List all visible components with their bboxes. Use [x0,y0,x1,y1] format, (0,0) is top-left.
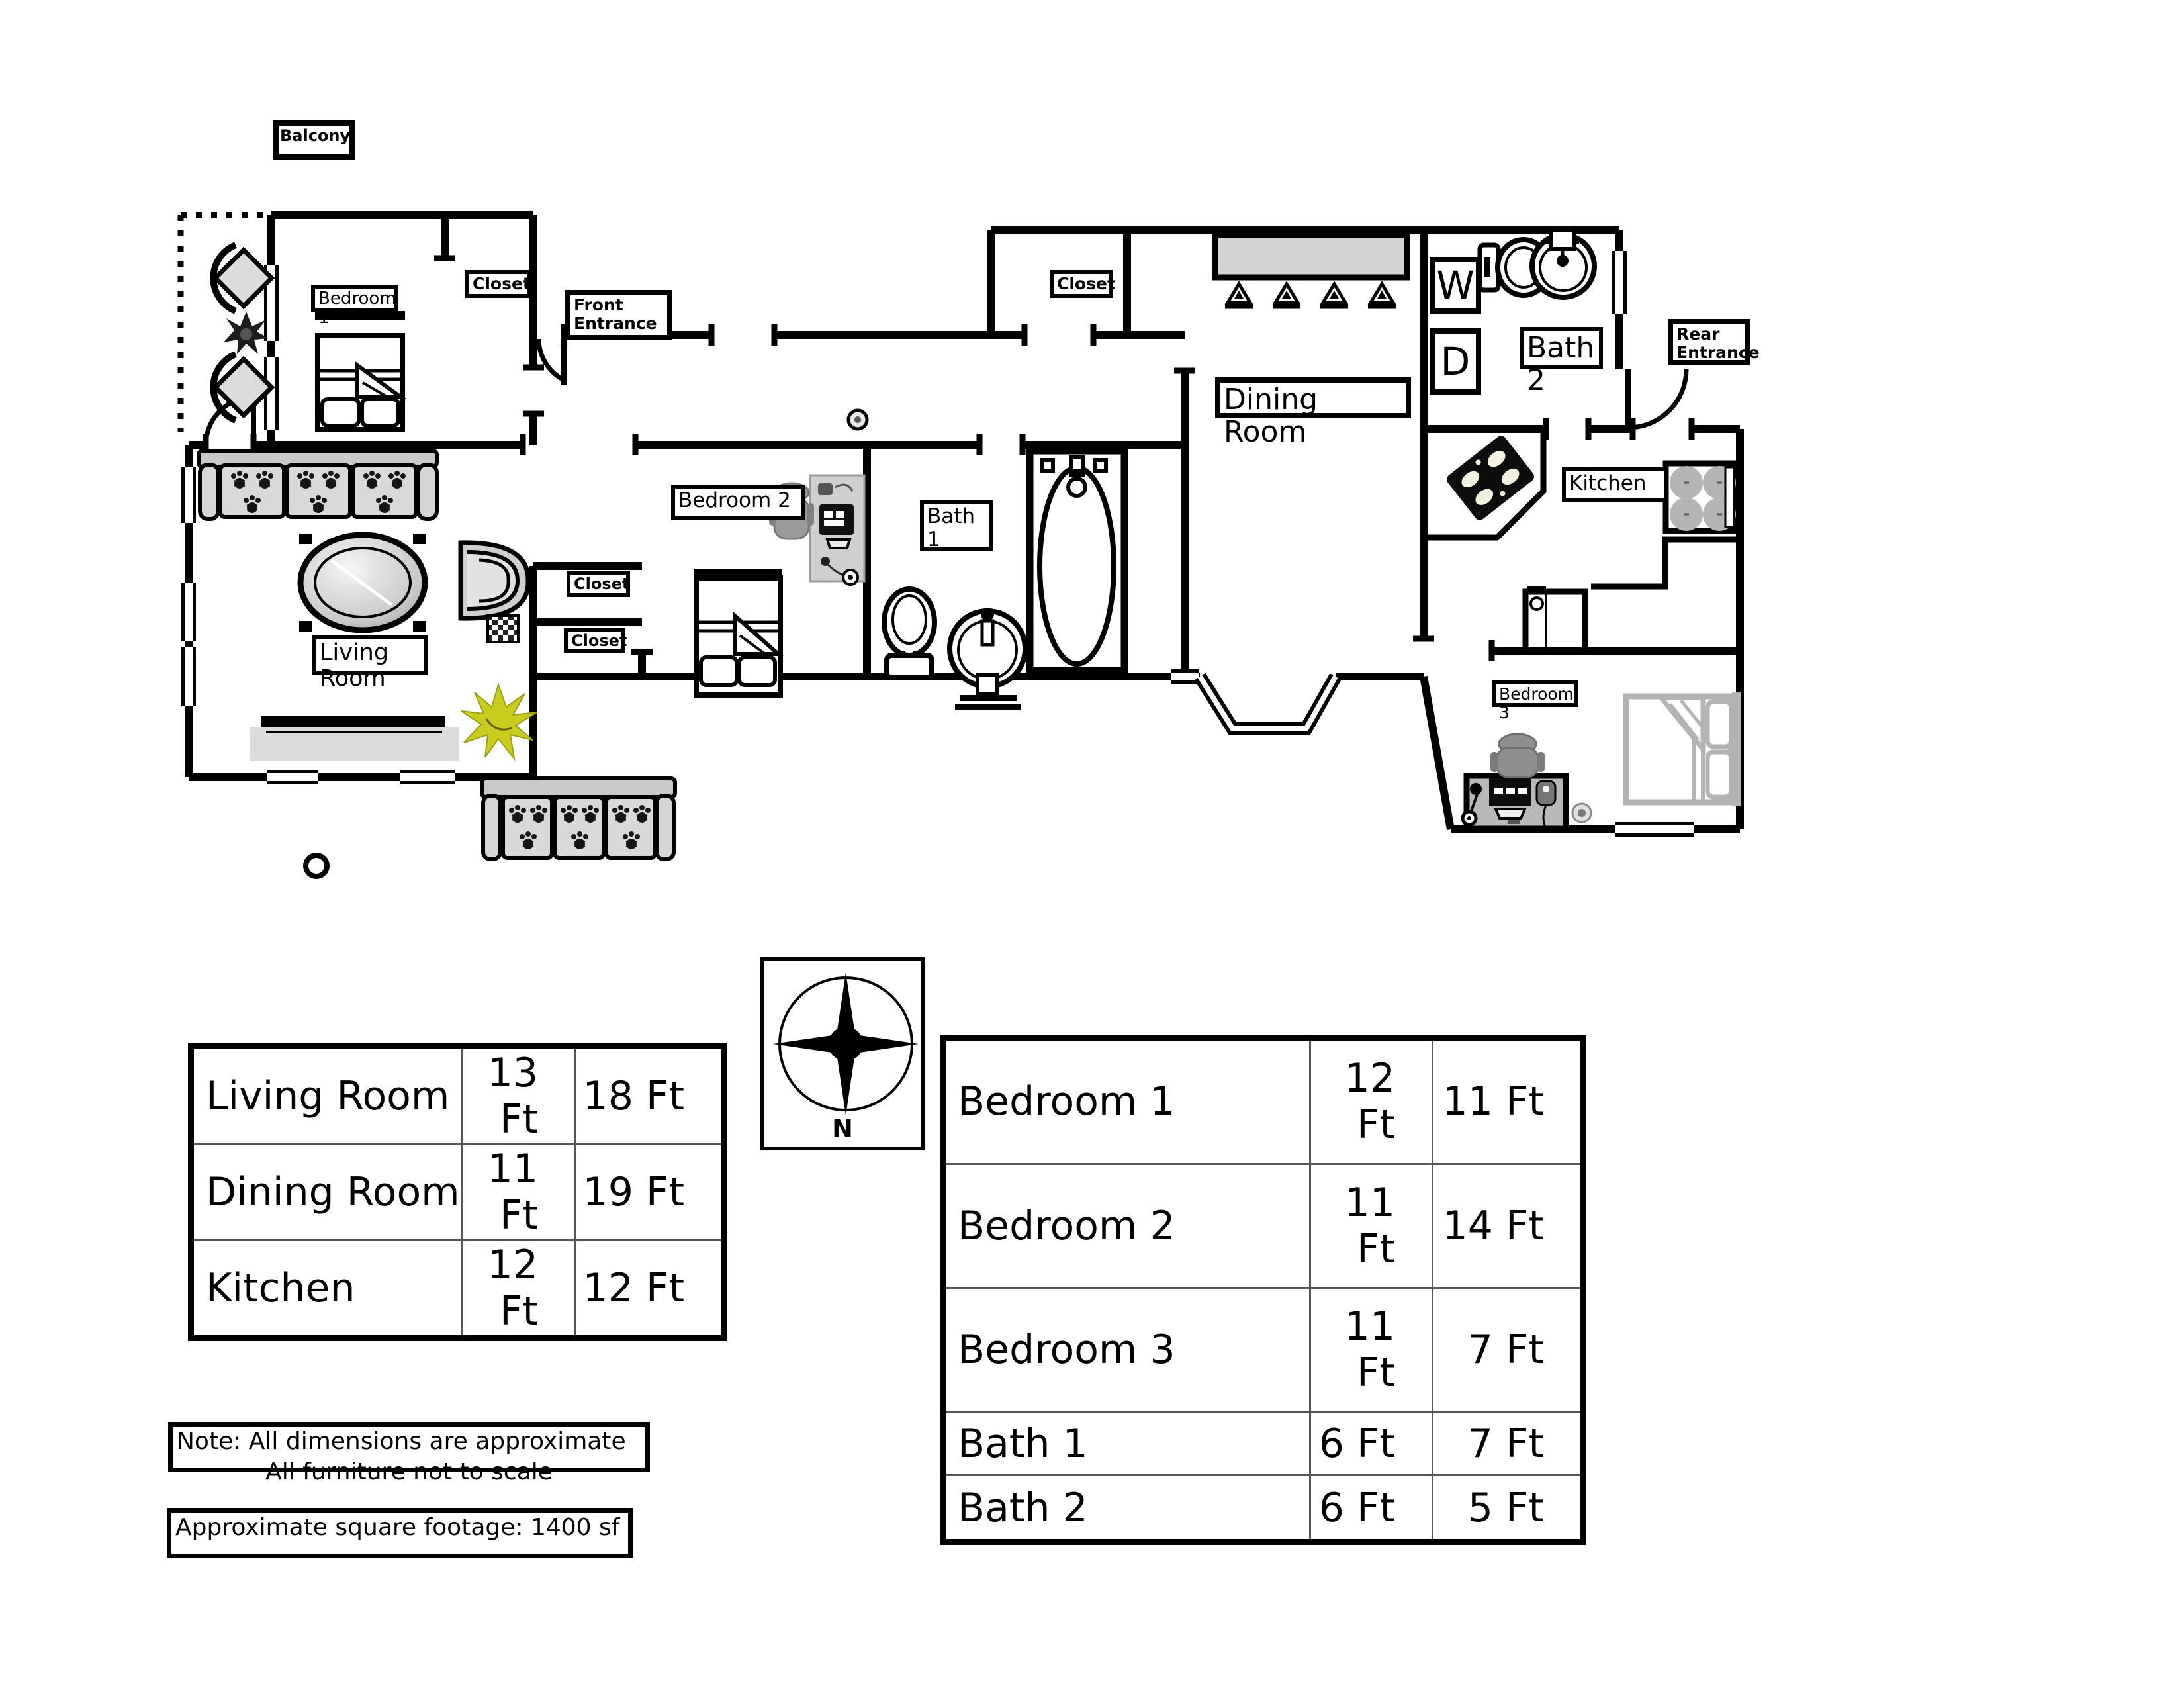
dining-room-label: Dining Room [1215,377,1411,448]
room-length-cell: 11 Ft [1432,1037,1584,1165]
room-width-cell: 6 Ft [1309,1410,1433,1477]
room-length-cell: 14 Ft [1432,1162,1584,1289]
room-name-cell: Bath 2 [942,1474,1311,1543]
room-width-cell: 12 Ft [1309,1037,1433,1165]
compass-rose-icon [773,972,919,1115]
balcony-chair-bottom-icon [210,351,275,424]
bath1-label: Bath 1 [920,500,993,551]
room-length-cell: 5 Ft [1432,1474,1584,1543]
toilet-paper-roll-icon [846,408,869,431]
doorbell-circle-icon [303,853,330,879]
table-row: Bath 2 6 Ft 5 Ft [942,1474,1584,1543]
bedroom1-label: Bedroom 1 [311,285,398,328]
note-line2: All furniture not to scale [265,1458,553,1486]
bedroom3-desk-icon [1461,773,1569,832]
coffee-table-icon [297,532,428,633]
note-line1: Note: All dimensions are approximate [177,1428,626,1455]
refrigerator-icon [1522,586,1588,653]
room-width-cell: 11 Ft [1309,1162,1433,1289]
bedrooms-baths-table: Bedroom 1 12 Ft 11 Ft Bedroom 2 11 Ft 14… [940,1035,1586,1545]
table-row: Bath 1 6 Ft 7 Ft [942,1410,1584,1477]
bedroom3-bed-icon [1623,692,1741,806]
table-row: Kitchen 12 Ft 12 Ft [190,1239,725,1339]
dining-table-icon [1212,232,1410,306]
main-rooms-table: Living Room 13 Ft 18 Ft Dining Room 11 F… [188,1043,727,1341]
stove-icon [1662,460,1741,534]
living-room-label: Living Room [312,635,428,692]
hall-closet-label: Closet [1050,270,1115,298]
room-width-cell: 11 Ft [1309,1286,1433,1413]
bedroom2-bed-icon [694,569,784,698]
bath1-pedestal-sink-icon [947,608,1028,710]
bedroom1-bed-icon [315,311,408,432]
armchair-icon [458,540,531,643]
room-length-cell: 7 Ft [1432,1286,1584,1413]
table-row: Living Room 13 Ft 18 Ft [190,1045,725,1145]
room-length-cell: 12 Ft [574,1239,725,1339]
room-name-cell: Dining Room [190,1143,463,1241]
fireplace-icon [250,716,459,761]
bedroom1-closet-label: Closet [465,270,531,298]
bedroom3-label: Bedroom 3 [1492,680,1578,722]
room-length-cell: 19 Ft [574,1143,725,1241]
rear-entrance-door [1625,369,1689,430]
bedroom2-desk-icon [809,474,866,586]
front-entrance-label: Front Entrance [565,290,672,340]
balcony-plant-icon [224,312,269,354]
bath2-sink-icon [1529,228,1597,300]
compass: N [760,957,925,1150]
bedroom2-label: Bedroom 2 [671,485,805,520]
room-width-cell: 6 Ft [1309,1474,1433,1543]
front-entrance-door [536,338,567,385]
room-name-cell: Kitchen [190,1239,463,1339]
dryer-box: D [1430,328,1481,395]
kitchen-counter-lines [1426,433,1736,590]
bathtub-icon [1026,447,1128,675]
room-name-cell: Bedroom 2 [942,1162,1311,1289]
balcony-chair-top-icon [210,242,275,314]
bath1-toilet-icon [882,586,937,680]
rear-entrance-label: Rear Entrance [1668,319,1760,365]
room-length-cell: 7 Ft [1432,1410,1584,1477]
closet-lower-label: Closet [564,628,627,653]
kitchen-label: Kitchen [1562,467,1668,502]
table-row: Bedroom 2 11 Ft 14 Ft [942,1162,1584,1289]
patio-sofa-icon [480,776,677,861]
footage-text: Approximate square footage: 1400 sf [175,1514,620,1541]
balcony-label: Balcony [273,120,355,160]
bay-window [1194,673,1342,735]
room-name-cell: Bedroom 3 [942,1286,1311,1413]
living-room-sofa-icon [197,449,439,521]
table-row: Bedroom 3 11 Ft 7 Ft [942,1286,1584,1413]
bedroom3-office-chair-icon [1490,733,1545,778]
plant-starburst-icon [461,682,537,761]
dimensions-note: Note: All dimensions are approximate All… [168,1422,650,1485]
compass-north-label: N [832,1114,853,1143]
windows [181,251,1694,837]
table-row: Bedroom 1 12 Ft 11 Ft [942,1037,1584,1165]
table-row: Dining Room 11 Ft 19 Ft [190,1143,725,1241]
corner-cooktop-icon [1447,436,1534,520]
washer-box: W [1430,257,1481,314]
trash-can-icon [1571,802,1592,823]
room-name-cell: Bedroom 1 [942,1037,1311,1165]
room-width-cell: 12 Ft [461,1239,576,1339]
room-name-cell: Bath 1 [942,1410,1311,1477]
bath2-label: Bath 2 [1520,327,1603,397]
room-width-cell: 11 Ft [461,1143,576,1241]
square-footage-note: Approximate square footage: 1400 sf [167,1508,633,1558]
room-width-cell: 13 Ft [461,1045,576,1145]
balcony-dotted-boundary [177,212,271,432]
room-length-cell: 18 Ft [574,1045,725,1145]
room-name-cell: Living Room [190,1045,463,1145]
closet-upper-label: Closet [567,571,630,597]
